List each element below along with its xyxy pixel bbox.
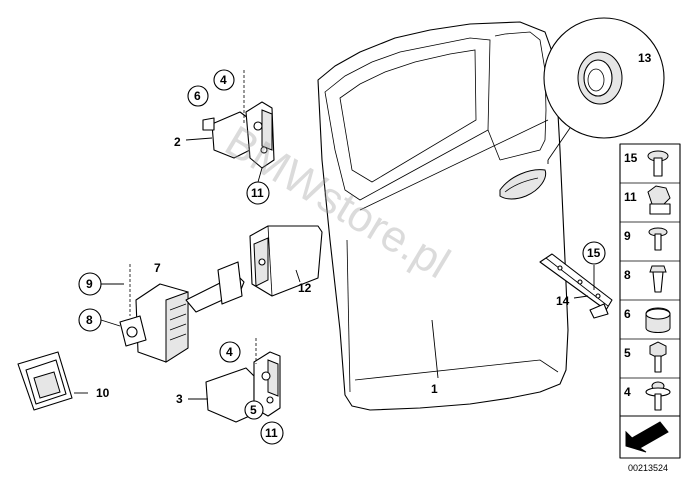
door-check-strap[interactable] [119,261,245,363]
callout-12: 12 [298,281,312,295]
sidebar-item-9[interactable]: 9 [624,227,668,251]
callout-2: 2 [174,135,181,149]
sidebar-item-15[interactable]: 15 [624,150,669,177]
direction-arrow-icon [625,421,669,453]
cap-nut-icon [647,185,671,215]
callout-13: 13 [638,51,652,65]
hex-bolt-icon [649,341,667,373]
callout-circle-15: 15 [582,241,606,265]
document-number: 00213524 [628,463,668,473]
detail-circle-plug[interactable] [543,17,665,164]
washer-bolt-icon [645,381,671,411]
lower-door-hinge[interactable] [188,338,281,423]
cap-icon [645,307,671,333]
svg-text:8: 8 [86,313,93,327]
clip-icon [649,265,667,293]
svg-text:5: 5 [250,403,257,417]
svg-text:9: 9 [86,277,93,291]
svg-text:11: 11 [265,426,278,440]
sidebar-item-4[interactable]: 4 [624,381,671,411]
sidebar-item-5[interactable]: 5 [624,341,667,373]
callout-circle-5: 5 [244,400,264,420]
svg-text:4: 4 [226,345,233,359]
svg-text:5: 5 [624,346,631,360]
callout-1: 1 [431,382,438,396]
sidebar-item-11[interactable]: 11 [624,185,671,215]
flange-bolt-icon [647,150,669,177]
callout-circle-9: 9 [78,272,124,296]
door-reinforcement-bracket[interactable] [249,225,323,297]
callout-circle-4-top: 4 [213,69,235,91]
sidebar-item-8[interactable]: 8 [624,265,667,293]
check-strap-boot[interactable] [17,351,88,411]
callout-7: 7 [154,261,161,275]
svg-text:4: 4 [624,385,631,399]
svg-text:15: 15 [624,151,638,165]
callout-3: 3 [176,392,183,406]
callout-14: 14 [556,294,570,308]
callout-10: 10 [96,386,110,400]
callout-circle-4-bottom: 4 [219,341,241,363]
torx-screw-icon [648,227,668,251]
svg-text:6: 6 [194,89,201,103]
svg-text:15: 15 [587,246,601,260]
callout-circle-11-bottom: 11 [260,421,284,445]
door-rail-bracket[interactable] [539,253,613,319]
svg-text:8: 8 [624,268,631,282]
upper-door-hinge[interactable] [185,70,275,169]
svg-text:11: 11 [624,190,637,204]
callout-circle-11-top: 11 [246,167,270,205]
callout-circle-6: 6 [187,85,209,107]
svg-text:6: 6 [624,307,631,321]
callout-circle-8: 8 [78,308,121,332]
fastener-sidebar [619,143,681,459]
svg-text:9: 9 [624,229,631,243]
sidebar-item-6[interactable]: 6 [624,307,671,333]
svg-text:4: 4 [220,73,227,87]
svg-text:11: 11 [251,186,264,200]
